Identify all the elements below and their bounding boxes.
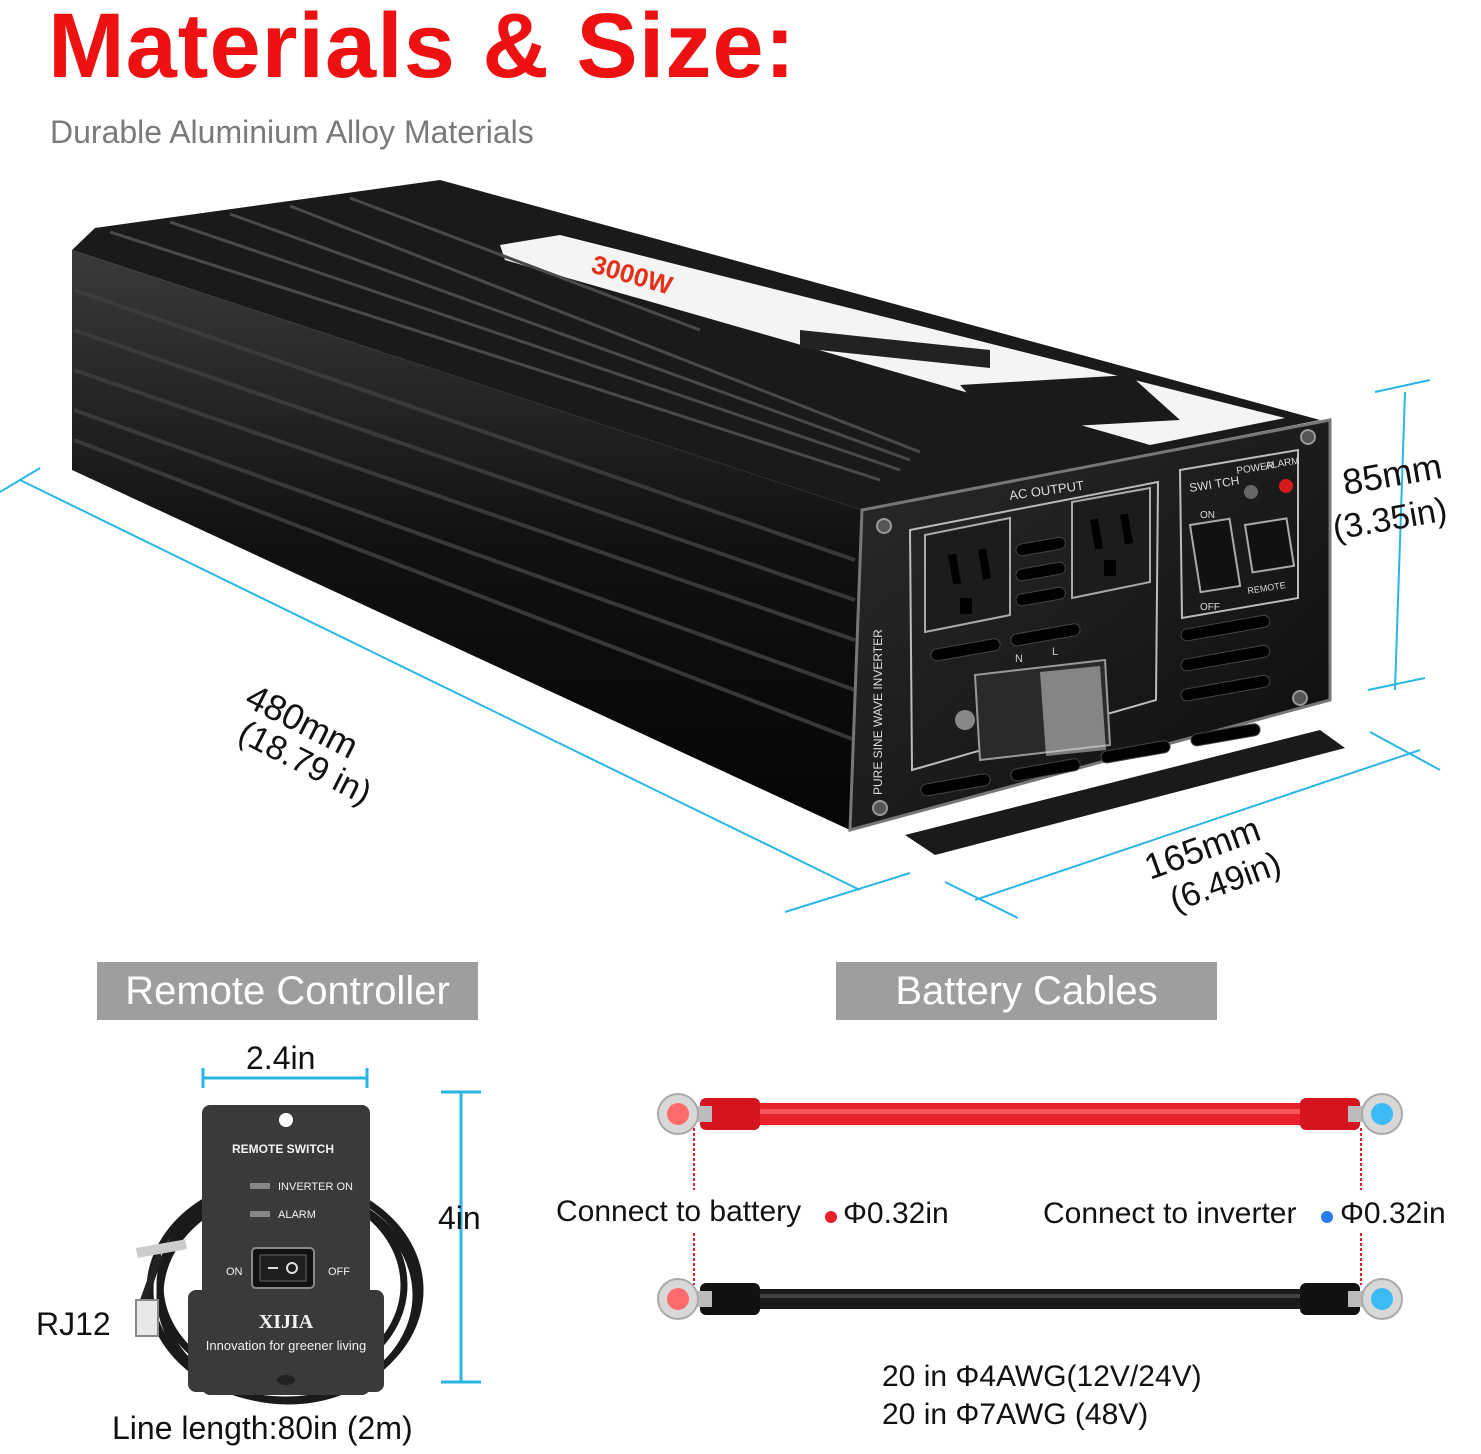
terminal-l-label: L: [1052, 646, 1058, 658]
power-led-icon: [1244, 485, 1258, 499]
dimension-lines: [0, 379, 1441, 919]
inverter-side-marker-icon: [1321, 1211, 1333, 1223]
switch-panel: [1178, 448, 1299, 620]
alarm-led-label: ALARM: [1265, 456, 1301, 472]
ac-socket-2: [1071, 486, 1151, 600]
alarm-led-icon: [1279, 479, 1293, 493]
remote-hang-hole: [279, 1113, 293, 1127]
switch-off-label: OFF: [1200, 602, 1220, 613]
page-subtitle: Durable Aluminium Alloy Materials: [50, 114, 534, 150]
remote-port: [1243, 517, 1296, 574]
side-text: PURE SINE WAVE INVERTER: [871, 629, 885, 795]
red-terminal-dot-left-black: [667, 1288, 689, 1310]
connect-inverter-size: Φ0.32in: [1340, 1197, 1446, 1230]
page-title: Materials & Size:: [48, 0, 797, 97]
blue-terminal-dot-right: [1371, 1103, 1393, 1125]
battery-cables-heading: Battery Cables: [836, 962, 1217, 1020]
remote-dimension-lines: [201, 1068, 481, 1384]
cable-spec-line1: 20 in Φ4AWG(12V/24V): [882, 1360, 1202, 1393]
line-length-label: Line length:80in (2m): [112, 1410, 413, 1446]
inverter-side-face: [72, 250, 862, 830]
switch-on-label: ON: [1200, 510, 1215, 521]
terminal-n-label: N: [1015, 653, 1023, 665]
remote-panel-title: REMOTE SWITCH: [232, 1142, 334, 1156]
ac-output-panel: [908, 480, 1160, 772]
remote-height-label: 4in: [438, 1200, 481, 1236]
connect-battery-size: Φ0.32in: [843, 1197, 949, 1230]
remote-on-label: ON: [226, 1266, 243, 1278]
black-battery-cable: [657, 1278, 1403, 1320]
remote-brand-logo: XIJIA: [259, 1311, 314, 1333]
remote-off-label: OFF: [328, 1266, 350, 1278]
remote-width-label: 2.4in: [246, 1040, 316, 1076]
connect-battery-label: Connect to battery: [556, 1195, 802, 1228]
remote-controller-heading: Remote Controller: [97, 962, 478, 1020]
connect-inverter-label: Connect to inverter: [1043, 1197, 1297, 1230]
red-terminal-dot-left: [667, 1103, 689, 1125]
rj12-label: RJ12: [36, 1306, 111, 1342]
led-inverter-on: [250, 1183, 270, 1189]
ac-socket-1: [924, 516, 1011, 634]
cable-spec-line2: 20 in Φ7AWG (48V): [882, 1398, 1149, 1431]
blue-terminal-dot-right-black: [1371, 1288, 1393, 1310]
inverter-foot: [905, 730, 1345, 855]
rj12-plug-icon: [135, 1299, 159, 1337]
remote-alarm-label: ALARM: [278, 1209, 316, 1221]
remote-slogan: Innovation for greener living: [206, 1338, 366, 1353]
led-alarm: [250, 1211, 270, 1217]
red-battery-cable: [657, 1093, 1403, 1135]
remote-inverter-on-label: INVERTER ON: [278, 1181, 353, 1193]
battery-side-marker-icon: [825, 1211, 837, 1223]
rocker-switch: [1188, 517, 1242, 594]
